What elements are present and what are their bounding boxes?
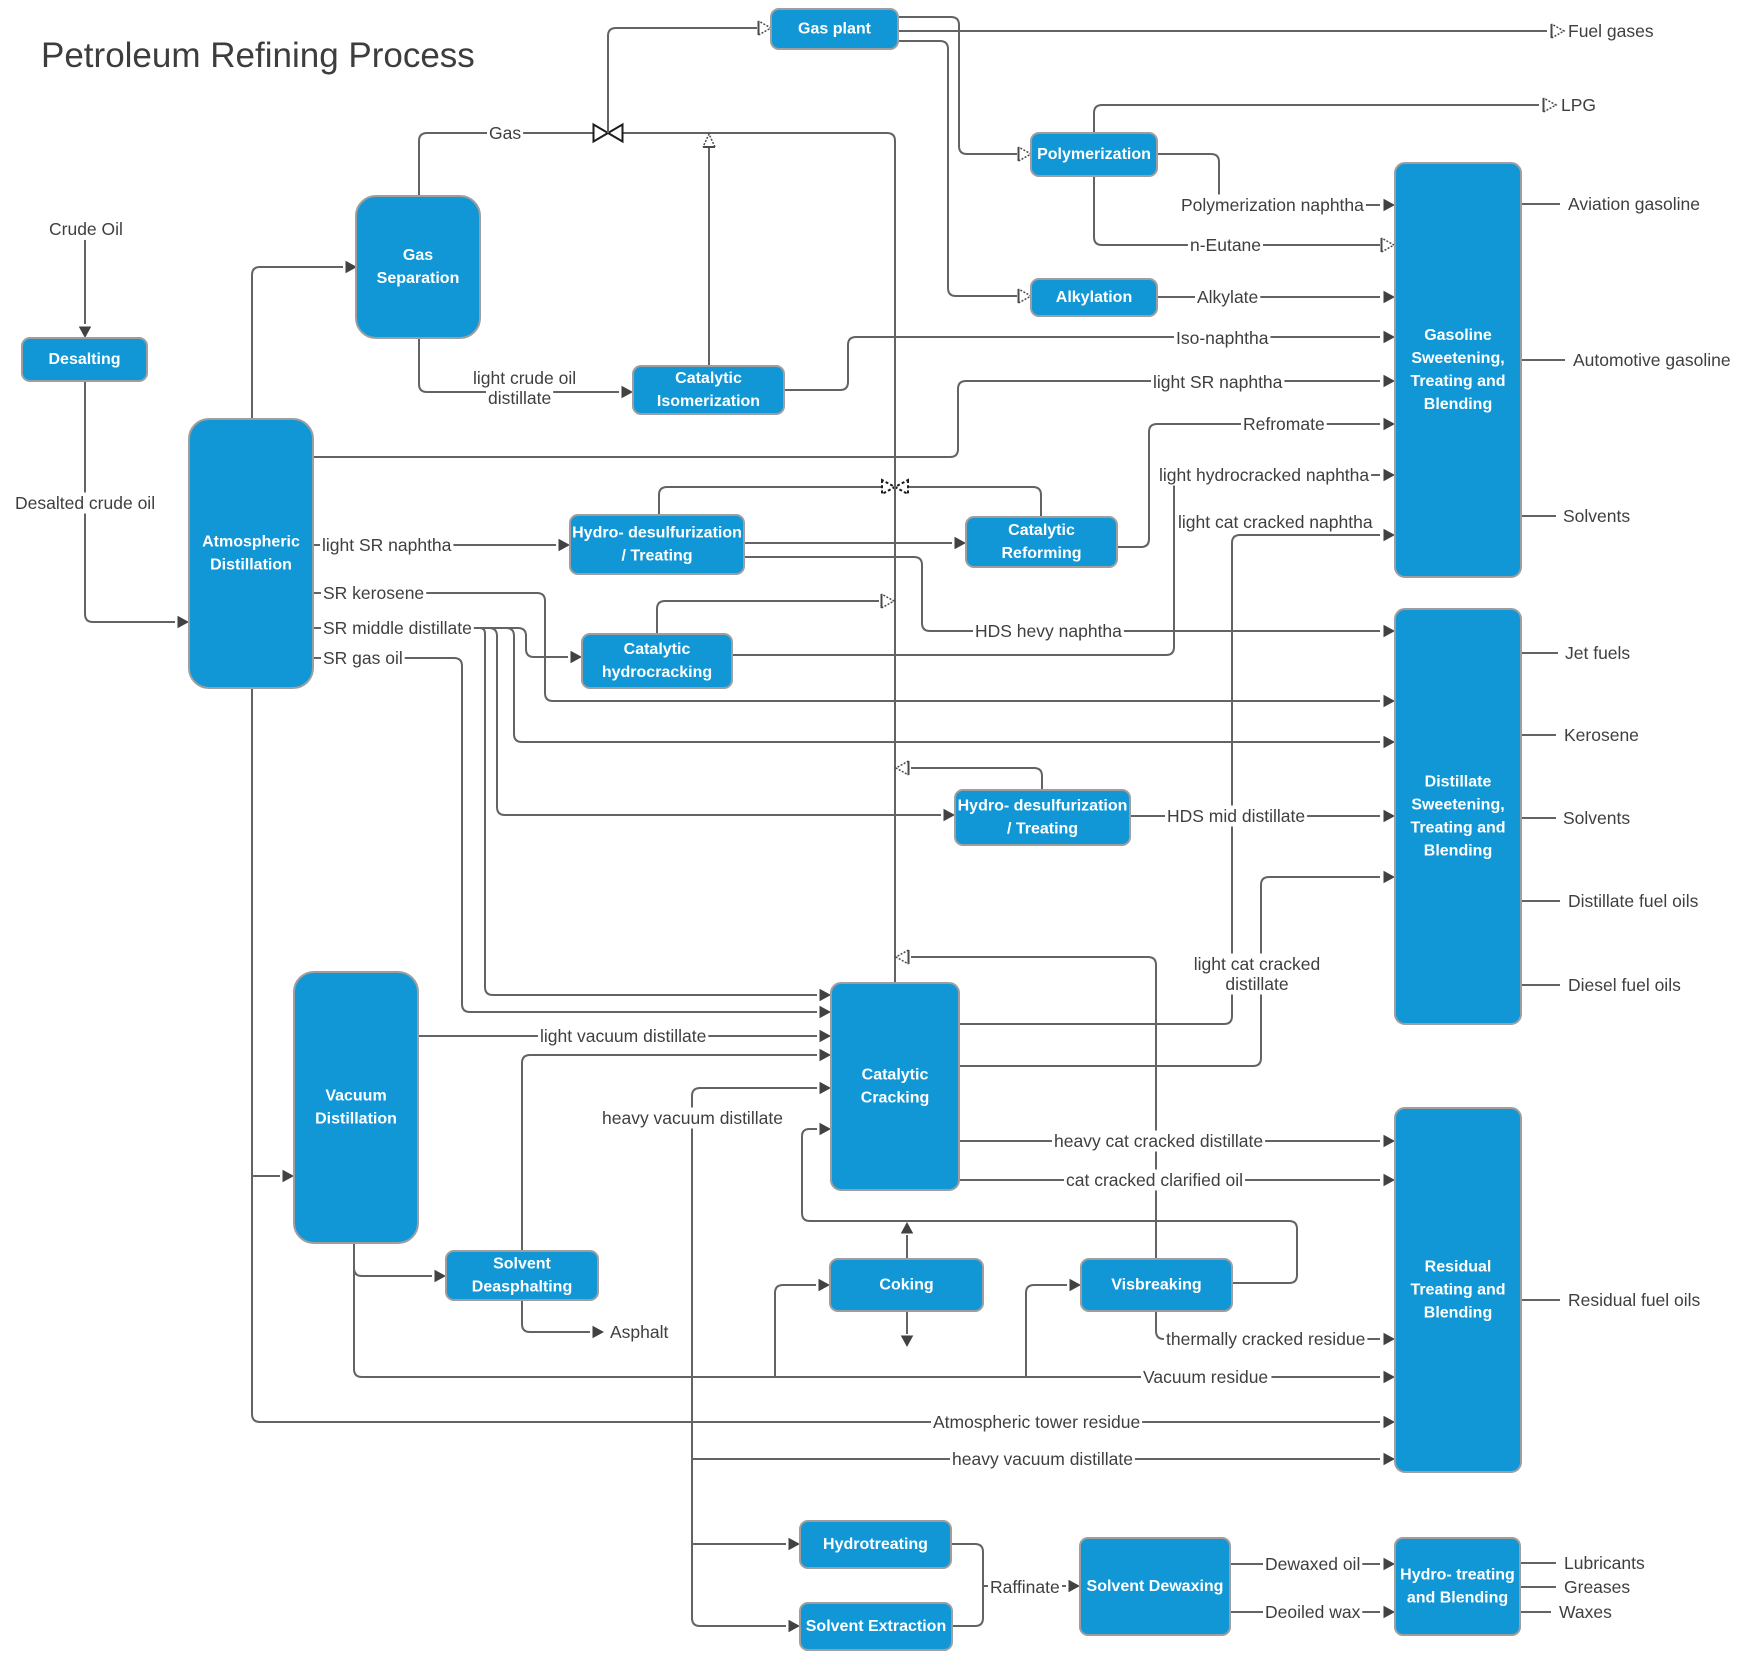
svg-text:Polymerization: Polymerization (1037, 146, 1151, 163)
svg-text:SR kerosene: SR kerosene (323, 583, 424, 603)
svg-text:Atmospheric: Atmospheric (202, 534, 300, 551)
svg-text:Distillation: Distillation (210, 557, 292, 574)
svg-text:Hydro- desulfurization: Hydro- desulfurization (958, 798, 1128, 815)
svg-text:heavy vacuum distillate: heavy vacuum distillate (952, 1449, 1133, 1469)
svg-text:light vacuum distillate: light vacuum distillate (540, 1026, 706, 1046)
svg-text:thermally cracked residue: thermally cracked residue (1166, 1329, 1365, 1349)
svg-text:Coking: Coking (879, 1277, 933, 1294)
svg-text:Cracking: Cracking (861, 1090, 929, 1107)
svg-text:Solvent: Solvent (493, 1256, 551, 1273)
svg-text:light SR naphtha: light SR naphtha (1153, 372, 1283, 392)
svg-text:Diesel fuel oils: Diesel fuel oils (1568, 975, 1681, 995)
svg-text:Treating and: Treating and (1410, 1282, 1505, 1299)
svg-text:Hydro- treating: Hydro- treating (1400, 1567, 1515, 1584)
svg-text:Gasoline: Gasoline (1424, 327, 1492, 344)
svg-text:and Blending: and Blending (1407, 1590, 1508, 1607)
svg-text:Blending: Blending (1424, 843, 1492, 860)
svg-text:Gas: Gas (403, 247, 433, 264)
svg-text:Hydrotreating: Hydrotreating (823, 1536, 928, 1553)
svg-text:Treating and: Treating and (1410, 820, 1505, 837)
svg-text:Catalytic: Catalytic (862, 1067, 929, 1084)
svg-text:HDS mid distillate: HDS mid distillate (1167, 806, 1305, 826)
svg-text:SR gas oil: SR gas oil (323, 648, 403, 668)
svg-text:Deoiled wax: Deoiled wax (1265, 1602, 1361, 1622)
svg-text:Greases: Greases (1564, 1577, 1630, 1597)
svg-text:Catalytic: Catalytic (624, 641, 691, 658)
svg-text:Distillation: Distillation (315, 1111, 397, 1128)
svg-text:Gas: Gas (489, 123, 521, 143)
svg-text:Fuel gases: Fuel gases (1568, 21, 1654, 41)
svg-text:Gas plant: Gas plant (798, 21, 872, 38)
svg-text:Residual: Residual (1425, 1259, 1492, 1276)
svg-text:light SR naphtha: light SR naphtha (322, 535, 452, 555)
svg-text:Dewaxed oil: Dewaxed oil (1265, 1554, 1360, 1574)
svg-text:Vacuum: Vacuum (325, 1088, 386, 1105)
svg-text:Raffinate: Raffinate (990, 1577, 1060, 1597)
svg-text:Solvent Dewaxing: Solvent Dewaxing (1087, 1578, 1224, 1595)
svg-text:distillate: distillate (1225, 974, 1288, 994)
svg-text:Solvent Extraction: Solvent Extraction (806, 1618, 946, 1635)
svg-text:light cat cracked naphtha: light cat cracked naphtha (1178, 512, 1373, 532)
svg-text:Separation: Separation (377, 270, 460, 287)
svg-text:hydrocracking: hydrocracking (602, 664, 712, 681)
svg-text:Refromate: Refromate (1243, 414, 1325, 434)
svg-text:Treating and: Treating and (1410, 373, 1505, 390)
svg-text:Reforming: Reforming (1002, 545, 1082, 562)
svg-text:SR middle distillate: SR middle distillate (323, 618, 472, 638)
svg-text:Sweetening,: Sweetening, (1411, 797, 1504, 814)
svg-text:Residual fuel oils: Residual fuel oils (1568, 1290, 1701, 1310)
svg-text:Desalting: Desalting (48, 351, 120, 368)
svg-text:Jet fuels: Jet fuels (1565, 643, 1630, 663)
svg-text:Automotive gasoline: Automotive gasoline (1573, 350, 1731, 370)
svg-text:Alkylation: Alkylation (1056, 289, 1132, 306)
svg-text:Crude Oil: Crude Oil (49, 219, 123, 239)
svg-text:light cat cracked: light cat cracked (1194, 954, 1320, 974)
svg-text:Blending: Blending (1424, 396, 1492, 413)
svg-text:Alkylate: Alkylate (1197, 287, 1258, 307)
svg-text:Aviation gasoline: Aviation gasoline (1568, 194, 1700, 214)
svg-text:light hydrocracked naphtha: light hydrocracked naphtha (1159, 465, 1369, 485)
svg-text:/ Treating: / Treating (1007, 821, 1078, 838)
svg-text:Visbreaking: Visbreaking (1111, 1277, 1201, 1294)
svg-text:Petroleum Refining Process: Petroleum Refining Process (41, 36, 475, 75)
svg-text:heavy cat cracked distillate: heavy cat cracked distillate (1054, 1131, 1263, 1151)
svg-text:Kerosene: Kerosene (1564, 725, 1639, 745)
svg-text:heavy vacuum distillate: heavy vacuum distillate (602, 1108, 783, 1128)
svg-text:LPG: LPG (1561, 95, 1596, 115)
svg-text:Lubricants: Lubricants (1564, 1553, 1645, 1573)
svg-text:Atmospheric tower residue: Atmospheric tower residue (933, 1412, 1140, 1432)
svg-text:distillate: distillate (488, 388, 551, 408)
svg-text:Hydro- desulfurization: Hydro- desulfurization (572, 525, 742, 542)
svg-text:Distillate fuel oils: Distillate fuel oils (1568, 891, 1699, 911)
svg-text:Polymerization naphtha: Polymerization naphtha (1181, 195, 1364, 215)
svg-text:n-Eutane: n-Eutane (1190, 235, 1261, 255)
svg-text:Catalytic: Catalytic (675, 370, 742, 387)
svg-text:cat cracked clarified oil: cat cracked clarified oil (1066, 1170, 1243, 1190)
svg-text:Catalytic: Catalytic (1008, 522, 1075, 539)
svg-text:Waxes: Waxes (1559, 1602, 1612, 1622)
svg-text:Deasphalting: Deasphalting (472, 1279, 572, 1296)
svg-text:Desalted crude oil: Desalted crude oil (15, 493, 155, 513)
svg-text:HDS hevy naphtha: HDS hevy naphtha (975, 621, 1122, 641)
svg-text:Solvents: Solvents (1563, 506, 1630, 526)
svg-text:/ Treating: / Treating (621, 548, 692, 565)
svg-text:Solvents: Solvents (1563, 808, 1630, 828)
svg-text:Sweetening,: Sweetening, (1411, 350, 1504, 367)
svg-text:Asphalt: Asphalt (610, 1322, 669, 1342)
svg-text:Isomerization: Isomerization (657, 393, 760, 410)
svg-text:Distillate: Distillate (1425, 774, 1492, 791)
svg-text:light crude oil: light crude oil (473, 368, 576, 388)
svg-text:Blending: Blending (1424, 1305, 1492, 1322)
svg-text:Iso-naphtha: Iso-naphtha (1176, 328, 1269, 348)
svg-text:Vacuum residue: Vacuum residue (1143, 1367, 1268, 1387)
